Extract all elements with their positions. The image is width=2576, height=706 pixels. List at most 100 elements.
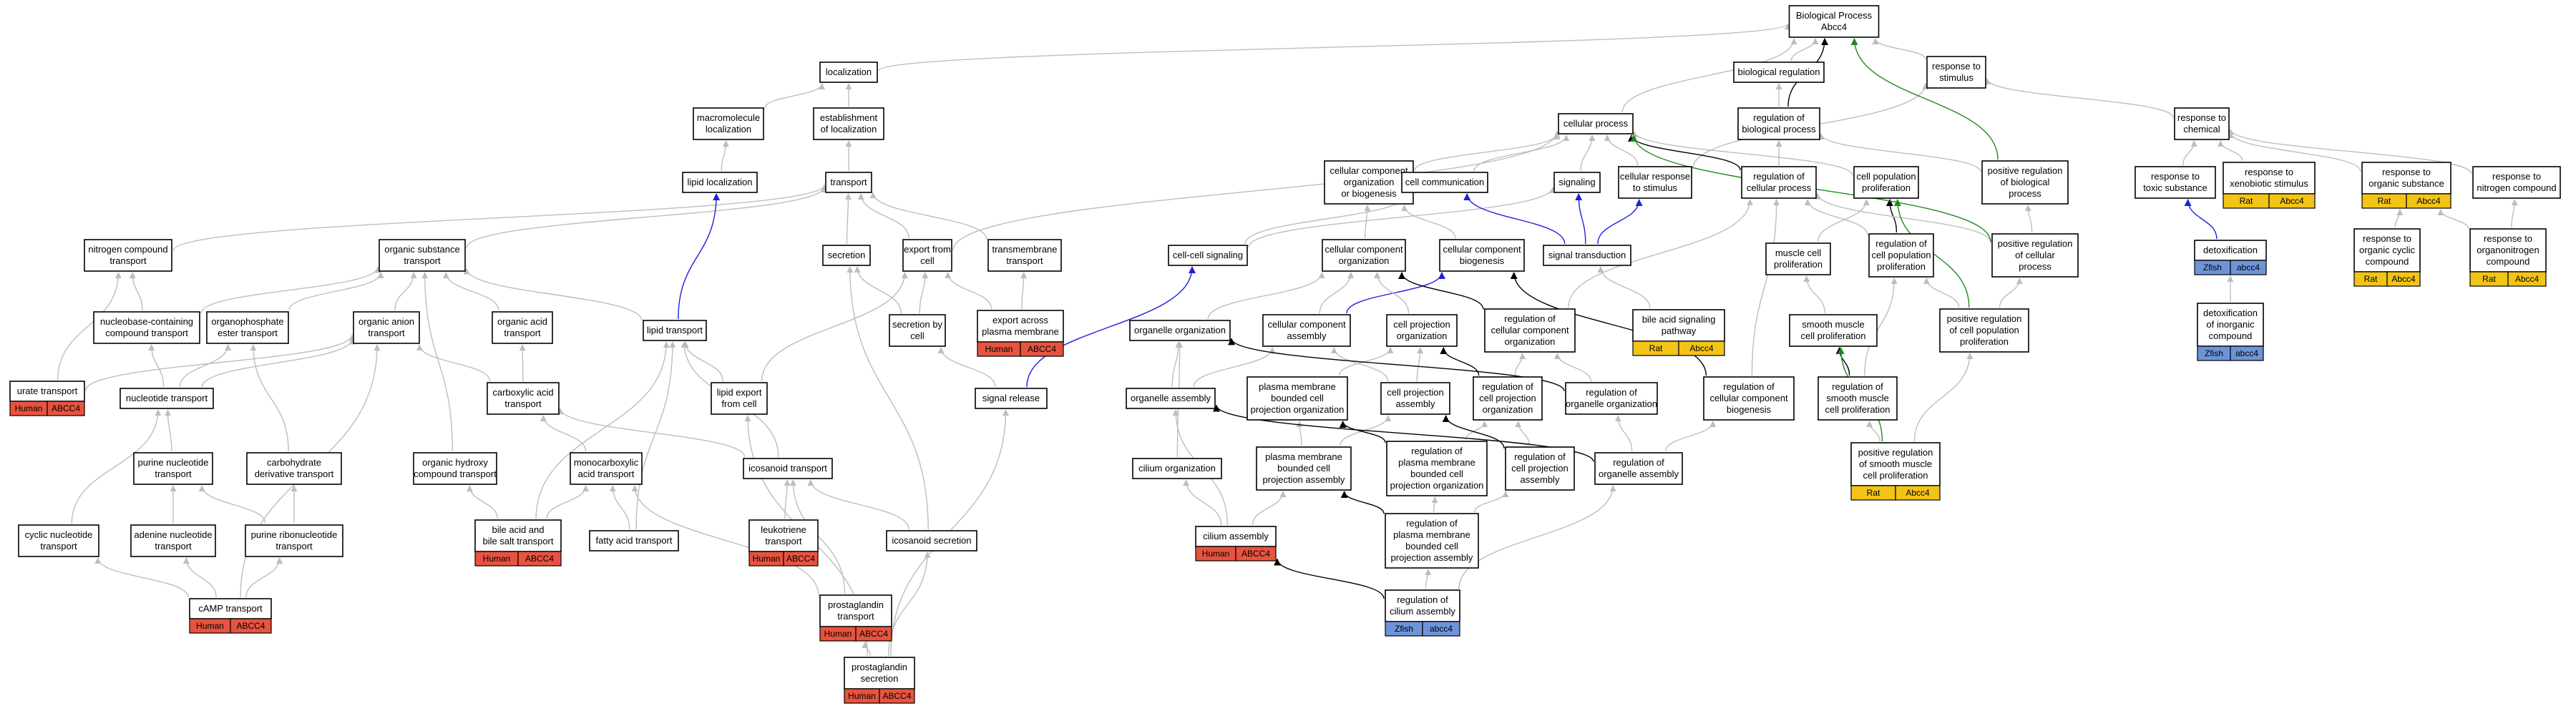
go-term-cellular-process[interactable]: cellular process [1558,113,1634,134]
go-term-icosanoid-sec[interactable]: icosanoid secretion [886,530,977,551]
edge-cc_biogenesis-to-ccob [1401,205,1456,239]
go-term-cilium-org[interactable]: cilium organization [1132,458,1222,479]
go-term-lipid-tr[interactable]: lipid transport [643,320,707,341]
go-term-nucleotide-tr[interactable]: nucleotide transport [119,388,214,409]
go-term-box [748,519,819,552]
go-term-box [886,530,977,551]
go-term-icosanoid-tr[interactable]: icosanoid transport [743,458,833,479]
go-term-label: cell projection [1387,387,1444,398]
gene-cell [2406,193,2451,209]
go-term-signaling[interactable]: signaling [1553,172,1601,193]
go-term-label: regulation of [1832,381,1883,392]
gene-cell [879,688,915,704]
go-term-box [2472,166,2561,199]
go-term-cell-comm[interactable]: cell communication [1401,172,1488,193]
go-term-cc-signaling[interactable]: cell-cell signaling [1168,245,1248,266]
edge-carboxylic_tr-to-organic_acid_tr [519,344,526,382]
go-term-label: of cellular [2015,250,2055,260]
go-term-fatty-acid-tr[interactable]: fatty acid transport [589,530,679,551]
go-term-transport[interactable]: transport [825,172,872,193]
go-term-localization[interactable]: localization [819,62,878,83]
go-term-organelle-assembly[interactable]: organelle assembly [1126,388,1216,409]
go-term-secretion[interactable]: secretion [822,245,871,266]
go-term-label: biological process [1742,124,1816,134]
go-term-signal-transduction[interactable]: signal transduction [1543,245,1631,266]
go-term-bio-reg[interactable]: biological regulation [1733,62,1825,83]
go-term-lipid-loc[interactable]: lipid localization [682,172,758,193]
go-term-signal-release[interactable]: signal release [975,388,1048,409]
go-term-organelle-org[interactable]: organelle organization [1129,320,1231,341]
go-term-label: bile acid signaling [1642,314,1716,325]
